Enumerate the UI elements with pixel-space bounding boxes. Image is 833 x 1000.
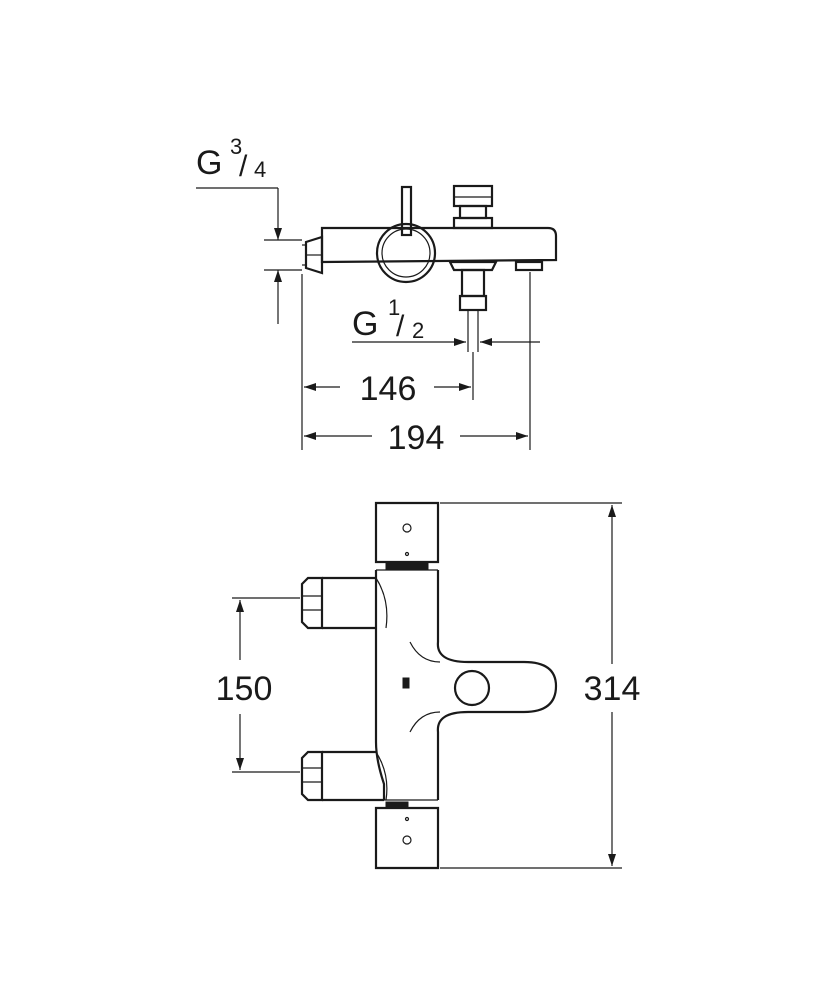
- front-bottom-cap: [374, 799, 440, 870]
- top-body: [320, 226, 558, 264]
- dim-outlet: 146: [360, 370, 417, 408]
- front-view: 150 314: [216, 501, 641, 870]
- outlet-thread-label: G 1 / 2: [352, 295, 424, 343]
- top-lever: [400, 185, 413, 237]
- inlet-thread-num: 3: [230, 134, 242, 159]
- top-diverter-knob: [452, 184, 494, 230]
- front-body: [374, 570, 558, 800]
- dim-height: 314: [584, 670, 641, 708]
- front-upper-inlet: [300, 576, 388, 630]
- top-spout-outlet: [448, 260, 498, 352]
- dim-inlet-spacing: 150: [216, 670, 273, 708]
- outlet-thread-base: G: [352, 305, 378, 343]
- front-handle-knob: [453, 669, 491, 707]
- inlet-thread-label: G 3 / 4: [196, 134, 266, 183]
- top-view: G 3 / 4 G 1 / 2 146 194: [196, 134, 558, 457]
- svg-text:/: /: [239, 150, 248, 183]
- svg-text:/: /: [396, 310, 405, 343]
- outlet-thread-num: 1: [388, 295, 400, 320]
- front-top-cap: [374, 501, 440, 571]
- inlet-thread-base: G: [196, 144, 222, 182]
- dim-width: 194: [388, 419, 445, 457]
- outlet-thread-den: 2: [412, 318, 424, 343]
- front-lower-inlet: [300, 750, 388, 802]
- top-handle-circle: [375, 222, 437, 284]
- inlet-thread-den: 4: [254, 157, 266, 182]
- top-inlet-nut: [302, 235, 324, 275]
